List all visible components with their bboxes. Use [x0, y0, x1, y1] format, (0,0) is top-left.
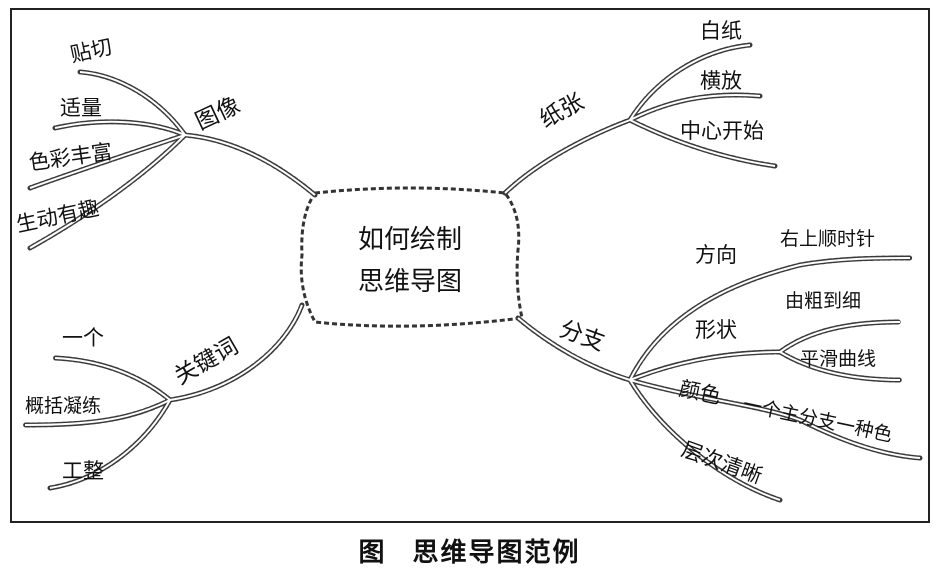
- center-node: [299, 186, 524, 328]
- branch-keywords: [22, 302, 305, 491]
- sub-branch-color: 颜色: [677, 376, 723, 408]
- leaf-image-1: 贴切: [68, 35, 114, 67]
- branch-label-paper: 纸张: [536, 89, 589, 134]
- sub-branch-direction: 方向: [695, 243, 737, 267]
- leaf-direction-1: 右上顺时针: [780, 228, 875, 250]
- leaf-paper-2: 横放: [700, 69, 742, 93]
- center-line-1: 如何绘制: [358, 225, 462, 255]
- caption-prefix: 图: [358, 538, 387, 568]
- leaf-paper-3: 中心开始: [680, 119, 764, 143]
- sub-branch-shape: 形状: [695, 318, 737, 342]
- figure-border: [10, 8, 930, 523]
- leaf-color-1: 一个主分支一种色: [741, 393, 894, 446]
- branch-image: [27, 69, 318, 251]
- branch-paper: [502, 42, 778, 196]
- caption-title: 思维导图范例: [412, 538, 581, 568]
- sub-branch-hierarchy: 层次清晰: [678, 437, 765, 488]
- figure-caption: 图思维导图范例: [0, 532, 939, 569]
- leaf-image-2: 适量: [60, 96, 102, 120]
- leaf-shape-1: 由粗到细: [785, 290, 861, 312]
- leaf-keywords-2: 概括凝练: [25, 395, 101, 417]
- leaf-paper-1: 白纸: [700, 19, 742, 43]
- center-line-2: 思维导图: [358, 267, 462, 297]
- leaf-keywords-3: 工整: [62, 459, 104, 483]
- leaf-shape-2: 平滑曲线: [800, 348, 876, 370]
- branch-label-image: 图像: [192, 92, 245, 135]
- leaf-image-3: 色彩丰富: [27, 139, 114, 174]
- leaf-keywords-1: 一个: [62, 326, 104, 350]
- branch-branch: [515, 255, 923, 503]
